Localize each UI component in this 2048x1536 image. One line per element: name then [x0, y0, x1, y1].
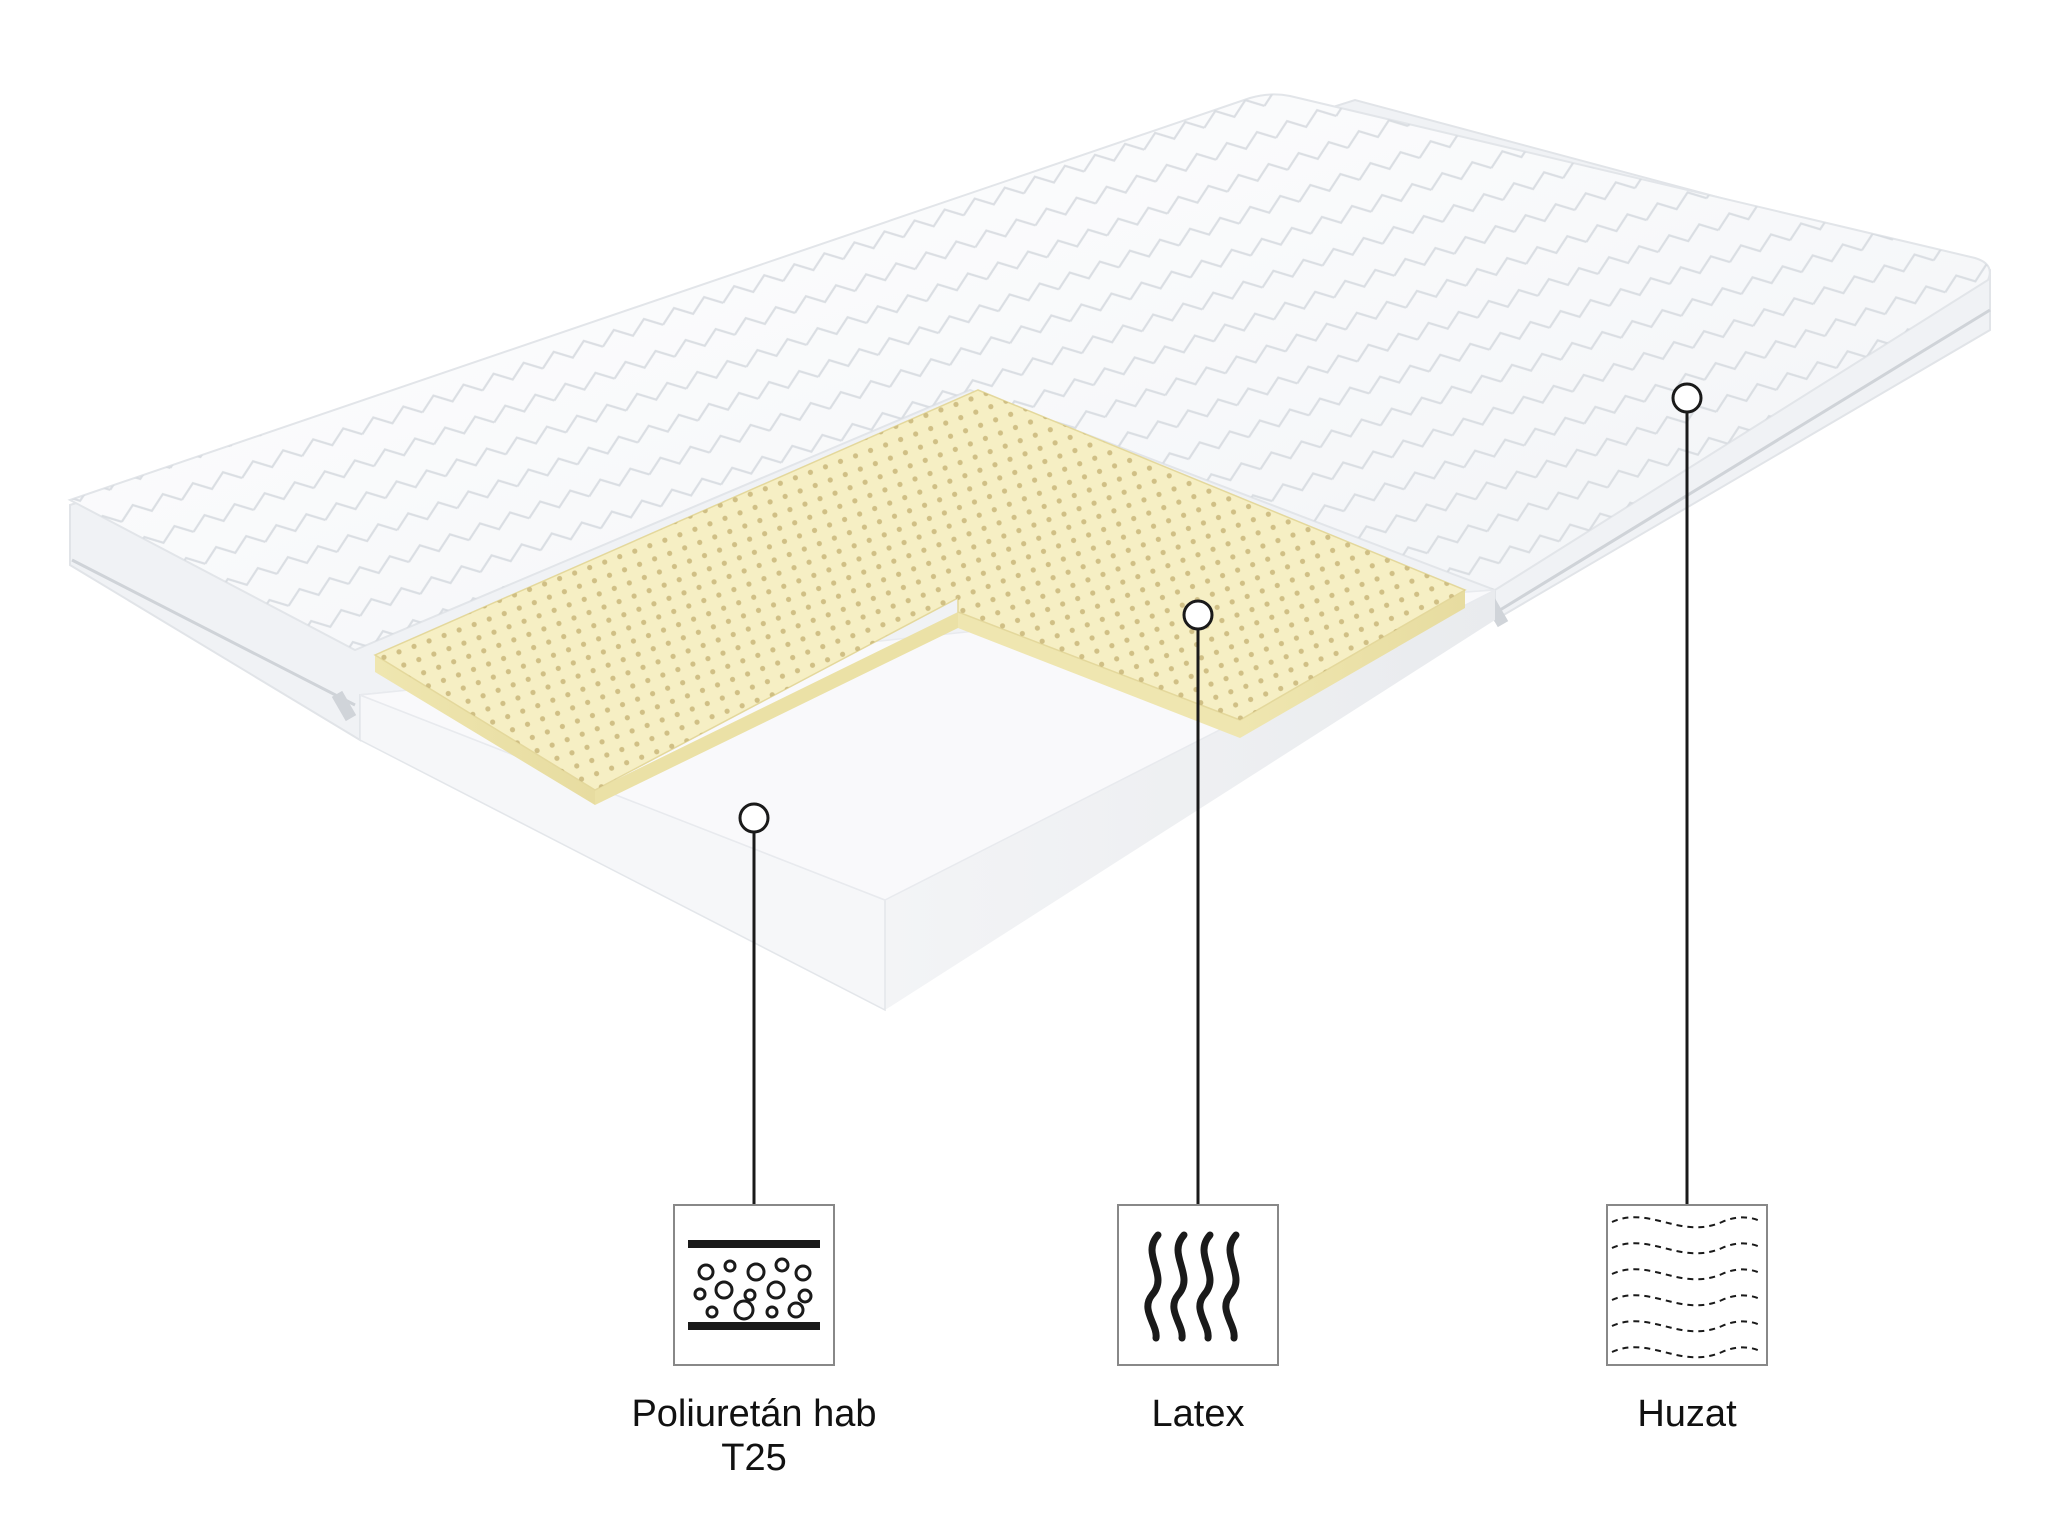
label-foam-line-1: Poliuretán hab: [631, 1393, 877, 1435]
callout-latex: [1182, 599, 1214, 1205]
label-foam-line-2: T25: [721, 1437, 787, 1479]
label-cover-line-1: Huzat: [1637, 1393, 1737, 1435]
label-foam: Poliuretán hab T25: [554, 1392, 954, 1480]
label-latex: Latex: [998, 1392, 1398, 1436]
label-cover: Huzat: [1487, 1392, 1887, 1436]
foam-cells-icon: [673, 1204, 835, 1366]
latex-waves-icon: [1117, 1204, 1279, 1366]
quilted-cover-icon: [1606, 1204, 1768, 1366]
callout-foam: [738, 802, 770, 1205]
label-latex-line-1: Latex: [1151, 1393, 1245, 1435]
latex-layer: [373, 389, 1467, 805]
callout-cover: [1671, 382, 1703, 1205]
